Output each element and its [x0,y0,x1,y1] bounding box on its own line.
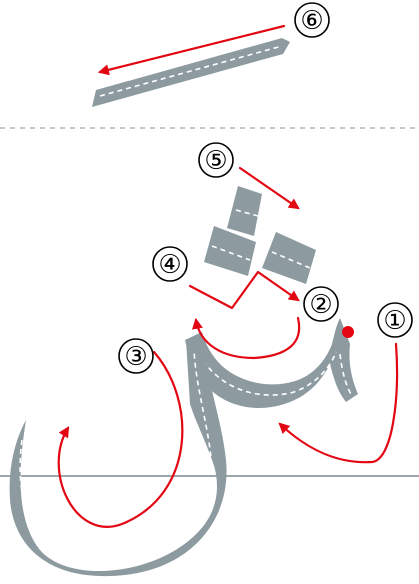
dot-top [227,186,262,236]
arrow-stroke-4 [190,272,298,308]
step-3-label: ③ [124,342,147,372]
arrow-stroke-2 [196,318,299,358]
arrow-stroke-3 [59,352,183,527]
step-6-marker: ⑥ [295,3,329,37]
step-6-label: ⑥ [300,6,323,36]
step-5-label: ⑤ [204,146,227,176]
dot-right [262,232,316,284]
step-2-marker: ② [304,287,338,321]
step-3-marker: ③ [119,339,153,373]
step-1-label: ① [383,306,406,336]
step-1-marker: ① [378,303,412,337]
step-4-marker: ④ [153,247,187,281]
start-dot [342,326,354,338]
stroke-5-dots [204,186,316,284]
step-2-label: ② [309,290,332,320]
step-4-label: ④ [158,250,181,280]
step-5-marker: ⑤ [199,143,233,177]
letter-bowl [10,332,227,576]
